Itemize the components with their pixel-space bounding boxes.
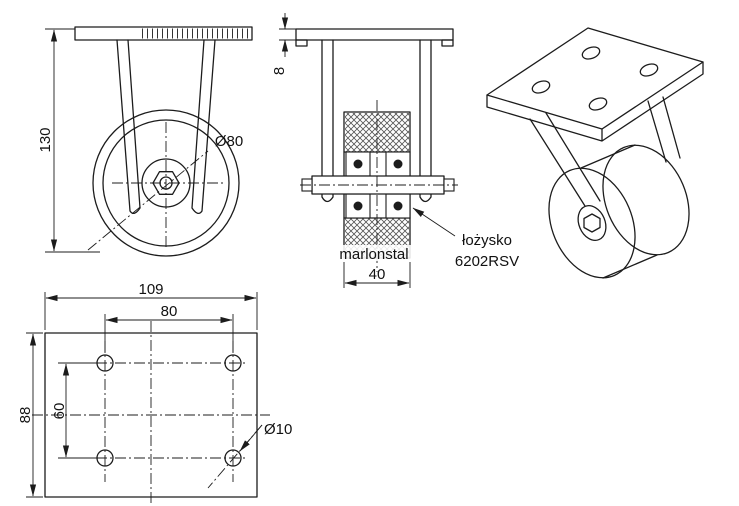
plate-serration — [140, 28, 251, 39]
diameter-leader-line — [87, 150, 209, 251]
dim-40-extensions — [343, 262, 411, 288]
iso-fork-legs — [529, 96, 681, 207]
dim-60-extensions — [58, 362, 96, 459]
dim-130-extensions — [45, 28, 100, 253]
wheel-outer — [92, 109, 240, 257]
hole-leader-centerline — [207, 424, 263, 489]
plate-edge-tab-right — [441, 39, 454, 47]
bolt-hole — [224, 449, 242, 467]
plate-view: 109 80 88 60 Ø10 — [17, 281, 292, 505]
plate-center-lines — [32, 321, 270, 505]
bearing-lower — [345, 193, 411, 219]
iso-hub — [577, 205, 607, 241]
dim-wheel-diameter-label: Ø80 — [215, 133, 243, 150]
front-view: 130 Ø80 — [37, 26, 253, 257]
iso-wheel-far-face — [602, 144, 690, 256]
fork-left-leg — [116, 39, 141, 215]
dim-109-label: 109 — [138, 281, 163, 298]
bearing-upper — [345, 151, 411, 177]
bearing-leader-arrow — [412, 207, 456, 237]
iso-wheel-near-face — [548, 167, 636, 279]
iso-tread-silhouette — [580, 144, 658, 279]
dim-109-extensions — [44, 292, 258, 330]
hole-leader-arrow — [239, 424, 263, 452]
plate-edge-tab-left — [295, 39, 308, 47]
bearing-label-line1: łożysko — [462, 232, 512, 249]
iso-bolt-hole — [639, 63, 659, 77]
front-center-lines — [112, 122, 224, 248]
dim-hole-diameter-label: Ø10 — [264, 421, 292, 438]
iso-bolt-hole — [531, 80, 551, 94]
bolt-hole — [96, 449, 114, 467]
bolt-hole — [96, 354, 114, 372]
watermark-backing — [326, 245, 423, 261]
iso-axle-nut — [583, 213, 601, 233]
dim-88-label: 88 — [17, 407, 34, 424]
bolt-hole — [224, 354, 242, 372]
fork-legs-side — [321, 39, 432, 203]
side-view: marlonstal łożysko 6202RSV 40 8 — [271, 13, 519, 288]
dim-40-label: 40 — [369, 266, 386, 283]
mounting-plate-front — [74, 26, 253, 41]
dim-60-label: 60 — [51, 403, 68, 420]
iso-bolt-hole — [581, 46, 601, 60]
iso-plate-thickness — [486, 61, 704, 142]
side-center-lines — [300, 100, 458, 272]
dim-80-label: 80 — [161, 303, 178, 320]
dim-8-extensions — [279, 28, 296, 41]
dim-80-extensions — [104, 314, 234, 353]
fork-right-leg — [191, 39, 216, 215]
iso-bolt-hole — [588, 97, 608, 111]
dim-130-label: 130 — [37, 127, 54, 152]
iso-plate-top-face — [486, 27, 704, 130]
watermark-text: marlonstal — [339, 246, 408, 263]
dim-88-extensions — [26, 332, 43, 498]
bearing-label-line2: 6202RSV — [455, 253, 519, 270]
isometric-view — [486, 27, 704, 279]
mounting-plate-edge — [295, 28, 454, 41]
dim-8-label: 8 — [271, 67, 288, 75]
